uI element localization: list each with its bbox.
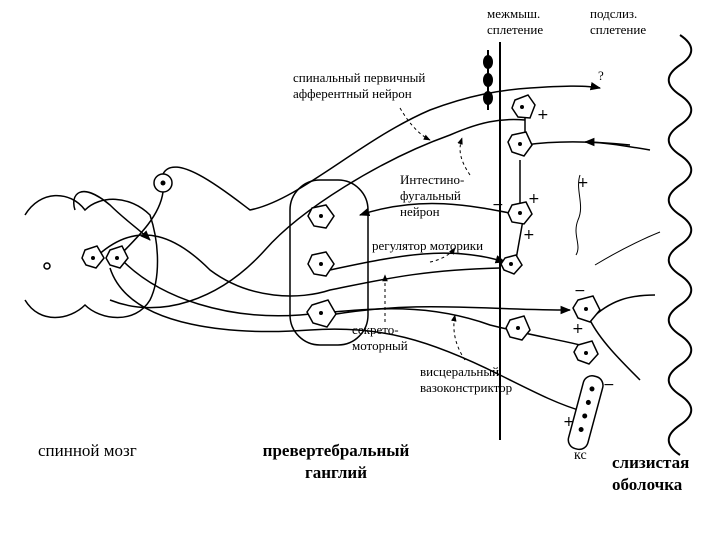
prevertebral-line-2: ганглий	[305, 463, 367, 482]
myenteric-plexus-label: межмыш. сплетение	[487, 6, 543, 38]
plus-sign: +	[537, 107, 549, 123]
plus-sign: +	[572, 321, 584, 337]
intestinofugal-fiber	[359, 202, 521, 217]
motility-fiber	[329, 252, 507, 271]
vasoconstrictor-leader	[451, 314, 466, 361]
secretomotor-line-2: моторный	[352, 338, 408, 353]
capillary-label: кс	[574, 448, 587, 463]
descending-fiber	[73, 191, 151, 241]
preganglionic-fiber-1	[94, 234, 501, 297]
afferent-leader	[399, 107, 431, 141]
motility-leader	[429, 247, 456, 263]
intestinofugal-label: Интестино- фугальный нейрон	[400, 172, 464, 220]
mucosa-line-2: оболочка	[612, 475, 683, 494]
preganglionic-fiber-2	[119, 257, 581, 346]
spinal-cord-label: спинной мозг	[38, 441, 137, 460]
secretomotor-label: секрето- моторный	[352, 322, 408, 354]
vasoconstrictor-line-2: вазоконстриктор	[420, 380, 513, 395]
spinal-afferent-fiber	[119, 86, 600, 256]
mucosa-line-1: слизистая	[612, 453, 690, 472]
question-mark: ?	[598, 68, 604, 83]
secretomotor-line-1: секрето-	[352, 322, 399, 337]
plus-sign: +	[528, 191, 540, 207]
plus-sign: +	[563, 414, 575, 430]
epithelial-processes	[575, 174, 661, 266]
plus-sign: +	[577, 175, 589, 191]
minus-sign: −	[574, 283, 586, 299]
minus-sign: −	[603, 377, 615, 393]
vasomotor-fiber	[589, 294, 656, 381]
mucosal-afferent-arrow	[583, 137, 651, 151]
spinal-afferent-line-1: спинальный первичный	[293, 70, 426, 85]
submucosal-label-line-2: сплетение	[590, 22, 647, 37]
mucosa-wavy-line	[667, 34, 693, 456]
prevertebral-ganglion-label: превертебральный ганглий	[248, 440, 424, 484]
intestinofugal-leader	[457, 137, 471, 176]
intestinofugal-line-3: нейрон	[400, 204, 440, 219]
spinal-afferent-label: спинальный первичный афферентный нейрон	[293, 70, 425, 102]
submucosal-label-line-1: подслиз.	[590, 6, 638, 21]
intestinofugal-line-1: Интестино-	[400, 172, 465, 187]
mucosa-label: слизистая оболочка	[612, 452, 689, 496]
minus-sign: −	[492, 197, 504, 213]
myenteric-label-line-2: сплетение	[487, 22, 544, 37]
secretomotor-fiber	[329, 305, 572, 316]
myenteric-label-line-1: межмыш.	[487, 6, 541, 21]
submucosal-connection	[514, 108, 631, 266]
submucosal-plexus-label: подслиз. сплетение	[590, 6, 646, 38]
intestinofugal-line-2: фугальный	[400, 188, 461, 203]
central-canal	[43, 262, 51, 270]
spinal-cord-outline	[24, 194, 159, 319]
plus-sign: +	[523, 227, 535, 243]
prevertebral-line-1: превертебральный	[262, 441, 410, 460]
motility-regulator-label: регулятор моторики	[372, 238, 484, 253]
spinal-afferent-line-2: афферентный нейрон	[293, 86, 412, 101]
vasoconstrictor-line-1: висцеральный	[420, 364, 500, 379]
blood-vessel	[567, 375, 604, 451]
preganglionic-fiber-3	[109, 267, 586, 413]
visceral-vasoconstrictor-label: висцеральный вазоконстриктор	[420, 364, 512, 396]
